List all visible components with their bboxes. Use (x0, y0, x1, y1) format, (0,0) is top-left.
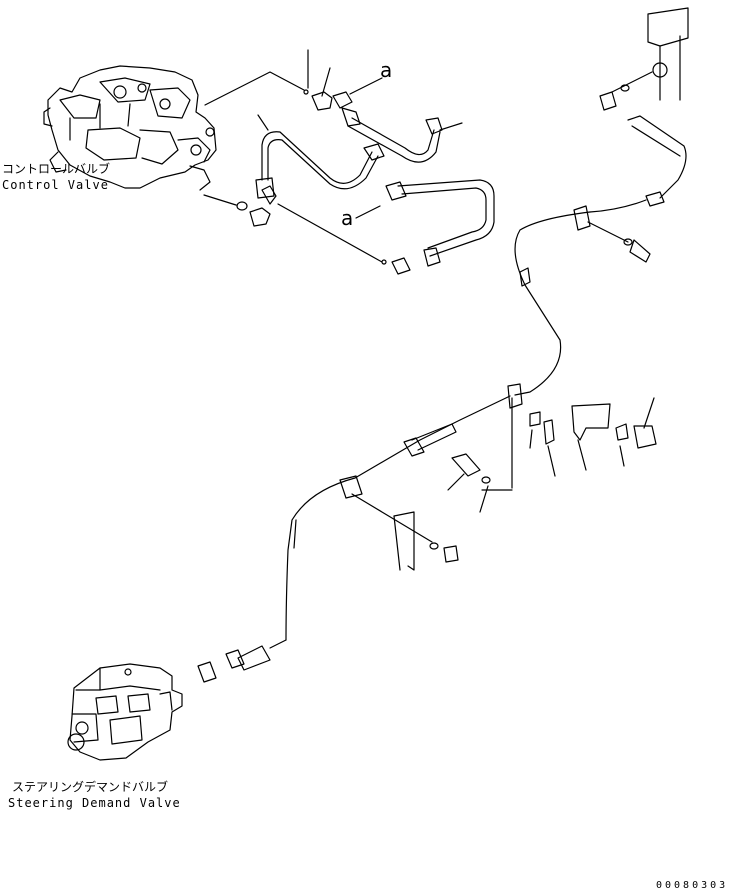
leader-lines-mid (278, 204, 386, 264)
control-valve-body (44, 66, 216, 190)
drawing-code: 00080303 (656, 880, 729, 891)
steering-demand-valve-body (68, 664, 182, 760)
hose-upper-right (590, 116, 686, 212)
hydraulic-tube-upper (348, 118, 440, 162)
hydraulic-tube-loop (386, 180, 494, 274)
middle-clamp-assembly (482, 384, 656, 490)
valve-port-fittings (204, 186, 276, 226)
callout-a-mid: a (341, 206, 355, 230)
hydraulic-tube-left (256, 132, 384, 198)
callout-a-top: a (380, 58, 394, 82)
top-fittings (304, 90, 442, 134)
control-valve-label-jp: コントロールバルブ (2, 162, 111, 176)
leader-lines-top (205, 50, 462, 130)
bracket-lower-middle (394, 512, 458, 570)
bolt-and-washer-middle (448, 454, 490, 512)
hose-long-middle (515, 206, 650, 395)
hose-lower (198, 640, 286, 682)
steering-valve-label-en: Steering Demand Valve (8, 796, 181, 810)
control-valve-label-en: Control Valve (2, 178, 109, 192)
top-right-component (600, 8, 688, 110)
hose-main-run (286, 396, 510, 640)
steering-valve-label-jp: ステアリングデマンドバルブ (12, 780, 169, 794)
